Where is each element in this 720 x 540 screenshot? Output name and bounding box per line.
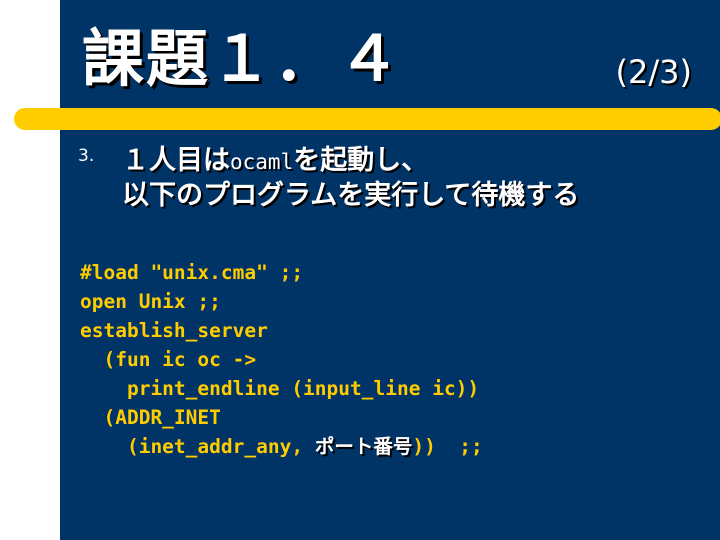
instruction-line-1-suffix: を起動し、 <box>293 145 429 176</box>
page-indicator: (2/3) <box>615 53 692 91</box>
code-line: print_endline (input_line ic)) <box>80 377 480 400</box>
code-line: establish_server <box>80 319 268 342</box>
slide-title: 課題１．４ <box>82 22 403 95</box>
title-underline-bar <box>14 108 720 130</box>
code-line: #load "unix.cma" ;; <box>80 261 304 284</box>
instruction-line-1-prefix: １人目は <box>122 145 230 176</box>
instruction-text: １人目はocamlを起動し、 以下のプログラムを実行して待機する <box>122 144 579 213</box>
port-number-placeholder: ポート番号 <box>314 435 413 458</box>
left-margin <box>0 0 60 540</box>
instruction-inline-code: ocaml <box>230 150 294 174</box>
code-line: (ADDR_INET <box>80 406 221 429</box>
code-line-suffix: )) ;; <box>412 435 483 458</box>
slide: 課題１．４ (2/3) 3. １人目はocamlを起動し、 以下のプログラムを実… <box>14 0 720 540</box>
instruction-line-2: 以下のプログラムを実行して待機する <box>122 180 580 211</box>
code-line: (fun ic oc -> <box>80 348 257 371</box>
instruction-line-1: １人目はocamlを起動し、 <box>122 144 579 179</box>
step-number: 3. <box>78 146 95 166</box>
code-line-prefix: (inet_addr_any, <box>80 435 315 458</box>
code-line: (inet_addr_any, ポート番号)) ;; <box>80 432 483 461</box>
code-block: #load "unix.cma" ;; open Unix ;; establish… <box>80 258 483 461</box>
code-line: open Unix ;; <box>80 290 221 313</box>
